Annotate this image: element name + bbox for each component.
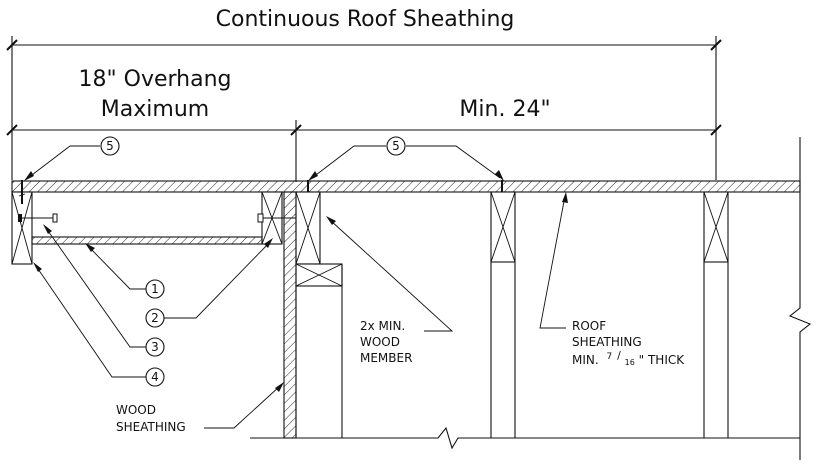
break-line-bottom bbox=[250, 426, 800, 450]
callout-1: 1 bbox=[85, 243, 165, 299]
roof-note-min: MIN. bbox=[572, 353, 599, 367]
span-dimensions bbox=[6, 120, 722, 182]
min-span-label: Min. 24" bbox=[459, 97, 550, 122]
roof-note-leader bbox=[539, 192, 568, 329]
member-note-line3: MEMBER bbox=[360, 351, 412, 365]
wall-stud bbox=[295, 264, 343, 438]
callout-5-right bbox=[406, 145, 504, 181]
callout-5-left: 5 bbox=[24, 136, 120, 181]
rafter-2 bbox=[703, 191, 729, 438]
wood-note-line1: WOOD bbox=[116, 403, 156, 417]
overhang-label-maximum: Maximum bbox=[101, 97, 209, 122]
roof-note-line3: MIN. 7 / 16 " THICK bbox=[572, 348, 685, 368]
member-note-leader bbox=[326, 216, 454, 332]
roof-note-line1: ROOF bbox=[572, 319, 606, 333]
wall-plate-block bbox=[295, 263, 343, 287]
break-line-right bbox=[788, 137, 812, 460]
roof-note-frac-num: 7 bbox=[607, 352, 613, 362]
callout-4-number: 4 bbox=[151, 370, 159, 384]
wood-note-line2: SHEATHING bbox=[116, 420, 186, 434]
roof-note-frac-den: 16 bbox=[625, 358, 635, 367]
overall-dimension bbox=[6, 36, 722, 180]
callout-5-left-number: 5 bbox=[106, 139, 114, 153]
member-note-line2: WOOD bbox=[360, 335, 400, 349]
callout-2-number: 2 bbox=[151, 311, 159, 325]
callout-4: 4 bbox=[33, 262, 165, 387]
member-note-line1: 2x MIN. bbox=[360, 319, 405, 333]
ladder-member bbox=[31, 236, 263, 245]
wall-top-plate bbox=[295, 191, 321, 265]
wood-sheathing-panel bbox=[283, 191, 297, 439]
callout-1-number: 1 bbox=[151, 282, 159, 296]
roof-note-frac-slash: / bbox=[617, 349, 621, 362]
overhang-label: 18" Overhang bbox=[79, 67, 232, 92]
callout-3: 3 bbox=[43, 224, 165, 357]
wood-note-leader bbox=[204, 382, 284, 429]
rafter-1 bbox=[490, 191, 516, 438]
callout-2: 2 bbox=[145, 238, 273, 328]
roof-sheathing bbox=[11, 180, 801, 193]
callout-3-number: 3 bbox=[151, 340, 159, 354]
roof-note-thick: " THICK bbox=[639, 353, 686, 367]
roof-note-line2: SHEATHING bbox=[572, 335, 642, 349]
drawing-title: Continuous Roof Sheathing bbox=[216, 7, 515, 32]
callout-5-center-number: 5 bbox=[392, 139, 400, 153]
callout-5-center: 5 bbox=[308, 136, 406, 181]
